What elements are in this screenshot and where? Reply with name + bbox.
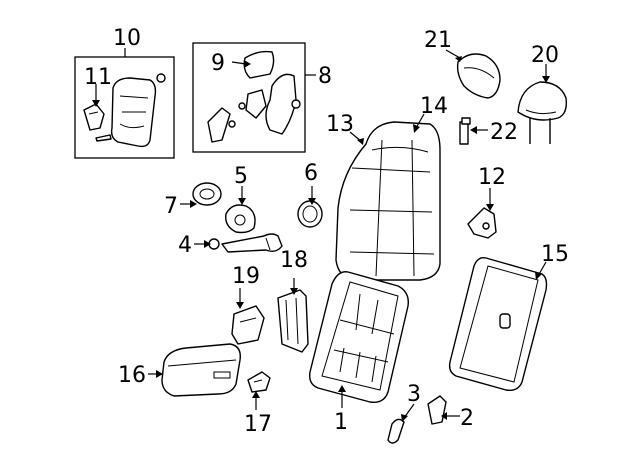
side-trim-19 xyxy=(231,288,265,345)
callout-17: 17 xyxy=(244,412,272,437)
hinge-part xyxy=(265,73,297,135)
callout-4: 4 xyxy=(178,233,192,258)
cap-part-9 xyxy=(243,50,275,79)
bracket-12 xyxy=(467,188,497,239)
callout-8: 8 xyxy=(318,64,332,89)
back-panel-15 xyxy=(448,256,548,392)
callout-3: 3 xyxy=(407,382,421,407)
callout-20: 20 xyxy=(531,43,559,68)
headrest-20 xyxy=(517,64,568,144)
lever-4 xyxy=(194,233,283,253)
callout-22: 22 xyxy=(490,120,518,145)
bezel-part xyxy=(83,103,105,131)
part-group-10 xyxy=(74,48,175,159)
bushing-7 xyxy=(180,182,222,208)
callout-10: 10 xyxy=(113,26,141,51)
callout-2: 2 xyxy=(460,406,474,431)
callout-16: 16 xyxy=(118,363,146,388)
callout-12: 12 xyxy=(478,165,506,190)
callout-1: 1 xyxy=(334,410,348,435)
callout-19: 19 xyxy=(232,264,260,289)
callout-7: 7 xyxy=(164,194,178,219)
headrest-21 xyxy=(445,49,501,99)
clip-17 xyxy=(247,371,271,410)
part-group-8 xyxy=(192,42,316,153)
callout-9: 9 xyxy=(211,51,225,76)
seatback-cover xyxy=(335,113,441,281)
callout-18: 18 xyxy=(280,248,308,273)
hook-3 xyxy=(387,403,415,444)
callout-13: 13 xyxy=(326,112,354,137)
callout-5: 5 xyxy=(234,164,248,189)
callout-6: 6 xyxy=(304,161,318,186)
side-trim-18 xyxy=(277,278,309,353)
armrest-16 xyxy=(148,343,241,397)
group-box-8 xyxy=(192,42,306,153)
guide-22 xyxy=(459,117,488,145)
mount-5 xyxy=(225,186,256,234)
bracket-2 xyxy=(427,395,460,425)
callout-11: 11 xyxy=(84,65,112,90)
callout-14: 14 xyxy=(420,94,448,119)
cover-6 xyxy=(297,186,323,228)
callout-15: 15 xyxy=(541,242,569,267)
callout-21: 21 xyxy=(424,28,452,53)
seat-frame-1 xyxy=(308,271,409,408)
